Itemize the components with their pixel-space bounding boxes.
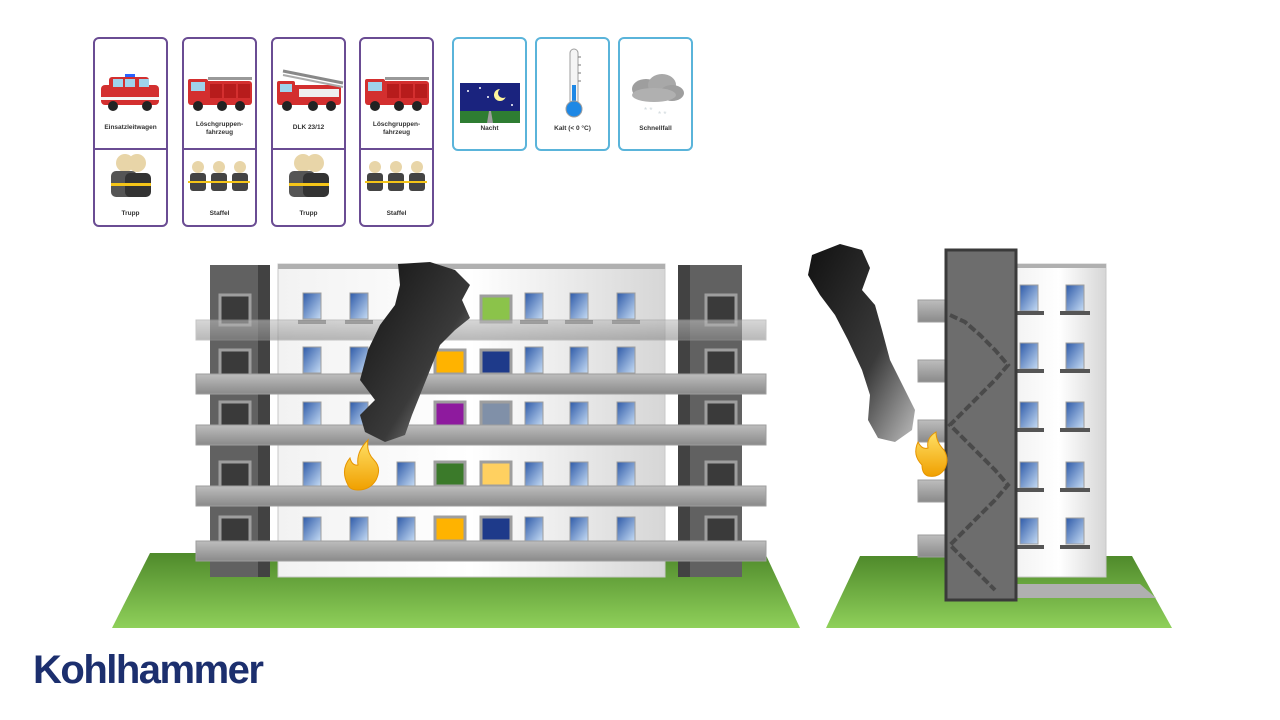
- crew-label: Staffel: [386, 210, 407, 217]
- crew-staffel-icon: [188, 161, 250, 191]
- svg-text:* *: * *: [658, 110, 666, 119]
- card-divider: [361, 148, 432, 150]
- brand-logo: Kohlhammer: [33, 648, 264, 692]
- main-building: [112, 262, 800, 628]
- command-car-icon: [101, 74, 159, 111]
- night-icon: [460, 83, 520, 123]
- condition-label: Kalt (< 0 °C): [554, 125, 591, 132]
- crew-staffel-icon: [365, 161, 427, 191]
- crew-label: Staffel: [209, 210, 230, 217]
- smoke-plume: [808, 244, 915, 442]
- vehicle-label: Löschgruppen- fahrzeug: [372, 121, 421, 136]
- card-divider: [95, 148, 166, 150]
- vehicle-card-4[interactable]: Löschgruppen- fahrzeug Staffel: [359, 37, 434, 227]
- condition-card-snowfall[interactable]: * * * * Schnellfall: [618, 37, 693, 151]
- card-divider: [273, 148, 344, 150]
- crew-label: Trupp: [121, 210, 140, 217]
- vehicle-label: DLK 23/12: [292, 124, 325, 131]
- fire-flame: [915, 431, 948, 477]
- crew-label: Trupp: [299, 210, 318, 217]
- side-building: [808, 244, 1172, 628]
- crew-trupp-icon: [111, 154, 151, 197]
- ladder-truck-icon: [277, 69, 344, 111]
- thermometer-icon: [565, 48, 583, 118]
- fire-truck-icon: [365, 77, 429, 111]
- smoke-plume: [360, 262, 470, 442]
- card-divider: [184, 148, 255, 150]
- vehicle-card-1[interactable]: Einsatzleitwagen Trupp: [93, 37, 168, 227]
- condition-label: Nacht: [480, 125, 499, 132]
- condition-label: Schnellfall: [639, 125, 672, 132]
- snow-cloud-icon: * * * *: [632, 74, 684, 119]
- fire-flame: [344, 438, 380, 491]
- svg-text:* *: * *: [644, 106, 652, 115]
- condition-card-cold[interactable]: Kalt (< 0 °C): [535, 37, 610, 151]
- vehicle-card-3[interactable]: DLK 23/12 Trupp: [271, 37, 346, 227]
- vehicle-label: Einsatzleitwagen: [104, 124, 157, 131]
- building-fire-scene: [112, 244, 1172, 628]
- crew-trupp-icon: [289, 154, 329, 197]
- condition-card-night[interactable]: Nacht: [452, 37, 527, 151]
- vehicle-label: Löschgruppen- fahrzeug: [195, 121, 244, 136]
- vehicle-card-2[interactable]: Löschgruppen- fahrzeug Staffel: [182, 37, 257, 227]
- fire-truck-icon: [188, 77, 252, 111]
